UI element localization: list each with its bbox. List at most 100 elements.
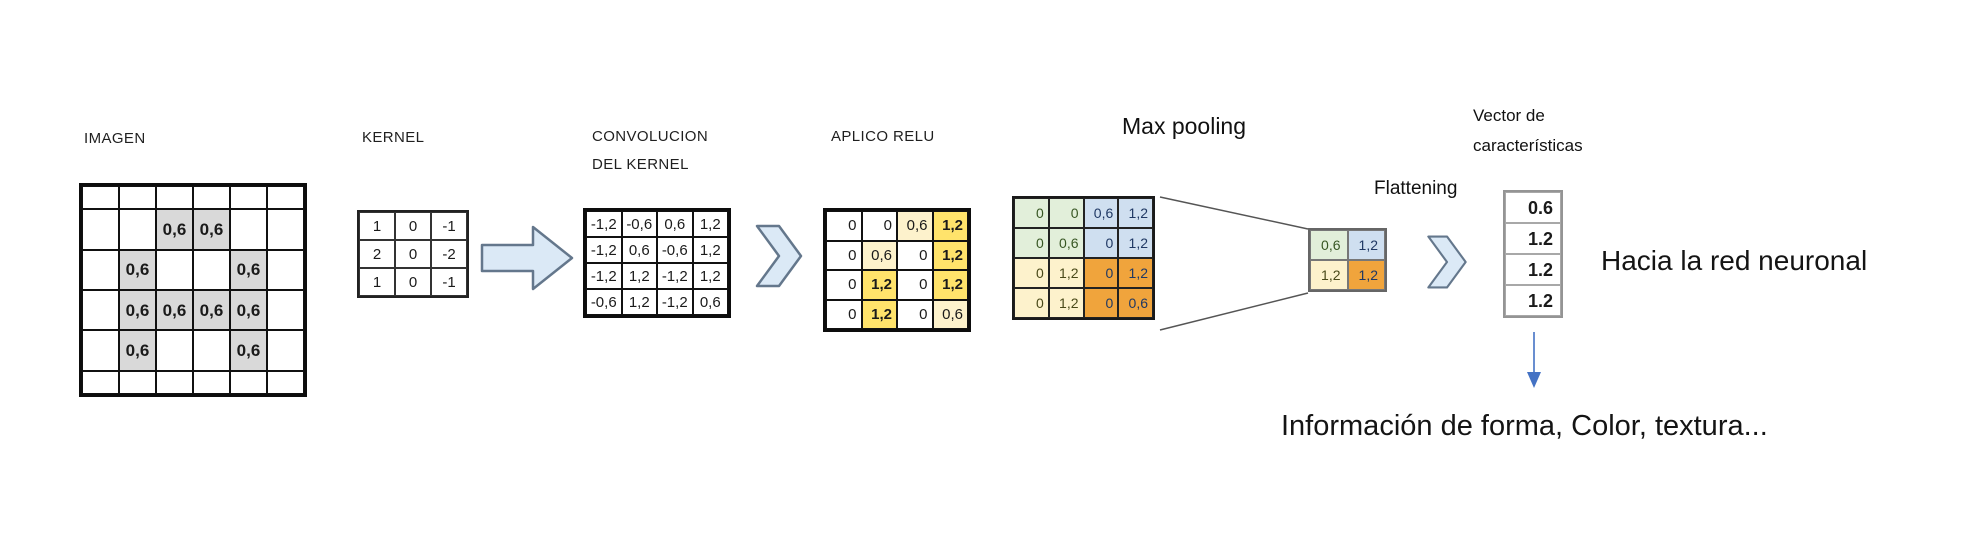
matrix-cell: 0 (1014, 198, 1049, 228)
matrix-cell: 1,2 (861, 270, 897, 300)
matrix-cell: -1,2 (586, 211, 622, 237)
matrix-cell: 1.2 (1505, 254, 1561, 285)
matrix-cell: 1,2 (1048, 258, 1084, 288)
max-pooling-label: Max pooling (1122, 113, 1247, 139)
matrix-cell: -0,6 (621, 211, 657, 237)
matrix-cell: 1,2 (621, 289, 657, 315)
matrix-cell: 0,6 (932, 299, 968, 329)
matrix-cell: 0,6 (1083, 198, 1119, 228)
arrow-right-icon (480, 225, 574, 291)
matrix-cell: 1,2 (932, 240, 968, 270)
matrix-cell (82, 186, 119, 210)
matrix-cell (267, 186, 304, 210)
matrix-cell: 0,6 (621, 237, 657, 263)
matrix-cell: 0 (395, 268, 431, 296)
matrix-cell: -2 (431, 240, 467, 268)
matrix-cell: -1,2 (586, 263, 622, 289)
matrix-cell: 0 (897, 240, 933, 270)
matrix-cell: 0,6 (193, 209, 230, 250)
matrix-cell (119, 370, 156, 394)
matrix-cell (193, 249, 230, 290)
matrix-cell: 0 (395, 240, 431, 268)
matrix-cell: 0 (1083, 288, 1119, 318)
matrix-cell: 0 (826, 270, 862, 300)
matrix-cell: 0 (826, 299, 862, 329)
relu-label: APLICO RELU (831, 128, 935, 145)
arrow-down-icon (1527, 332, 1541, 388)
matrix-cell: 0 (826, 240, 862, 270)
matrix-cell: 0 (1083, 228, 1119, 258)
matrix-cell: 0 (395, 212, 431, 240)
imagen-label: IMAGEN (84, 130, 146, 147)
matrix-cell (267, 330, 304, 371)
matrix-cell (119, 186, 156, 210)
matrix-cell: 0,6 (193, 289, 230, 331)
matrix-cell: 0,6 (230, 330, 267, 371)
matrix-cell (267, 249, 304, 290)
convolucion-label-line1: CONVOLUCION (592, 128, 709, 145)
matrix-cell: 1,2 (1118, 198, 1153, 228)
matrix-cell (230, 370, 267, 394)
matrix-cell (82, 249, 119, 290)
matrix-cell (156, 370, 193, 394)
matrix-cell: -0,6 (586, 289, 622, 315)
matrix-cell (230, 209, 267, 250)
matrix-cell (267, 289, 304, 331)
matrix-cell: 0 (1014, 228, 1049, 258)
flattening-label: Flattening (1374, 178, 1458, 199)
matrix-cell: 0 (897, 299, 933, 329)
matrix-cell (82, 209, 119, 250)
chevron-right-icon (755, 224, 803, 288)
vector-label-line1: Vector de (1473, 106, 1545, 125)
matrix-cell: 2 (359, 240, 395, 268)
matrix-cell (82, 289, 119, 331)
matrix-cell (82, 370, 119, 394)
matrix-cell: -1,2 (586, 237, 622, 263)
matrix-cell: 0,6 (1048, 228, 1084, 258)
matrix-cell: 0,6 (119, 249, 156, 290)
matrix-cell: 1,2 (621, 263, 657, 289)
matrix-cell: 0,6 (119, 289, 156, 331)
matrix-cell: 1,2 (1118, 228, 1153, 258)
matrix-cell (193, 186, 230, 210)
funnel-lines (1159, 196, 1309, 331)
matrix-cell: 0,6 (1310, 230, 1348, 260)
matrix-cell: -0,6 (657, 237, 693, 263)
matrix-cell: 1,2 (1048, 288, 1084, 318)
matrix-cell: 1 (359, 212, 395, 240)
matrix-cell: 0,6 (230, 289, 267, 331)
matrix-cell: 1,2 (932, 270, 968, 300)
matrix-cell: 0 (861, 211, 897, 241)
convolucion-label-line2: DEL KERNEL (592, 156, 689, 173)
matrix-cell: 0,6 (156, 209, 193, 250)
matrix-cell: 1,2 (1347, 260, 1385, 290)
matrix-cell (193, 330, 230, 371)
matrix-cell: 0 (1014, 258, 1049, 288)
hacia-label: Hacia la red neuronal (1601, 245, 1868, 276)
matrix-cell (156, 186, 193, 210)
matrix-cell: -1 (431, 268, 467, 296)
matrix-cell (82, 330, 119, 371)
matrix-cell: 1,2 (1310, 260, 1348, 290)
matrix-cell (156, 330, 193, 371)
matrix-cell: 0,6 (897, 211, 933, 241)
matrix-cell: 1,2 (692, 237, 728, 263)
matrix-cell: 0,6 (119, 330, 156, 371)
matrix-cell: 0 (1083, 258, 1119, 288)
matrix-cell: -1,2 (657, 289, 693, 315)
vector-label-line2: características (1473, 136, 1583, 155)
matrix-cell: 0,6 (657, 211, 693, 237)
matrix-cell: 0 (1048, 198, 1084, 228)
matrix-cell: 0 (826, 211, 862, 241)
matrix-cell: 0 (897, 270, 933, 300)
matrix-cell: 1.2 (1505, 285, 1561, 316)
matrix-cell: 1 (359, 268, 395, 296)
matrix-cell: 0,6 (1118, 288, 1153, 318)
matrix-cell (230, 186, 267, 210)
matrix-cell: 1,2 (692, 211, 728, 237)
matrix-cell: 0,6 (230, 249, 267, 290)
